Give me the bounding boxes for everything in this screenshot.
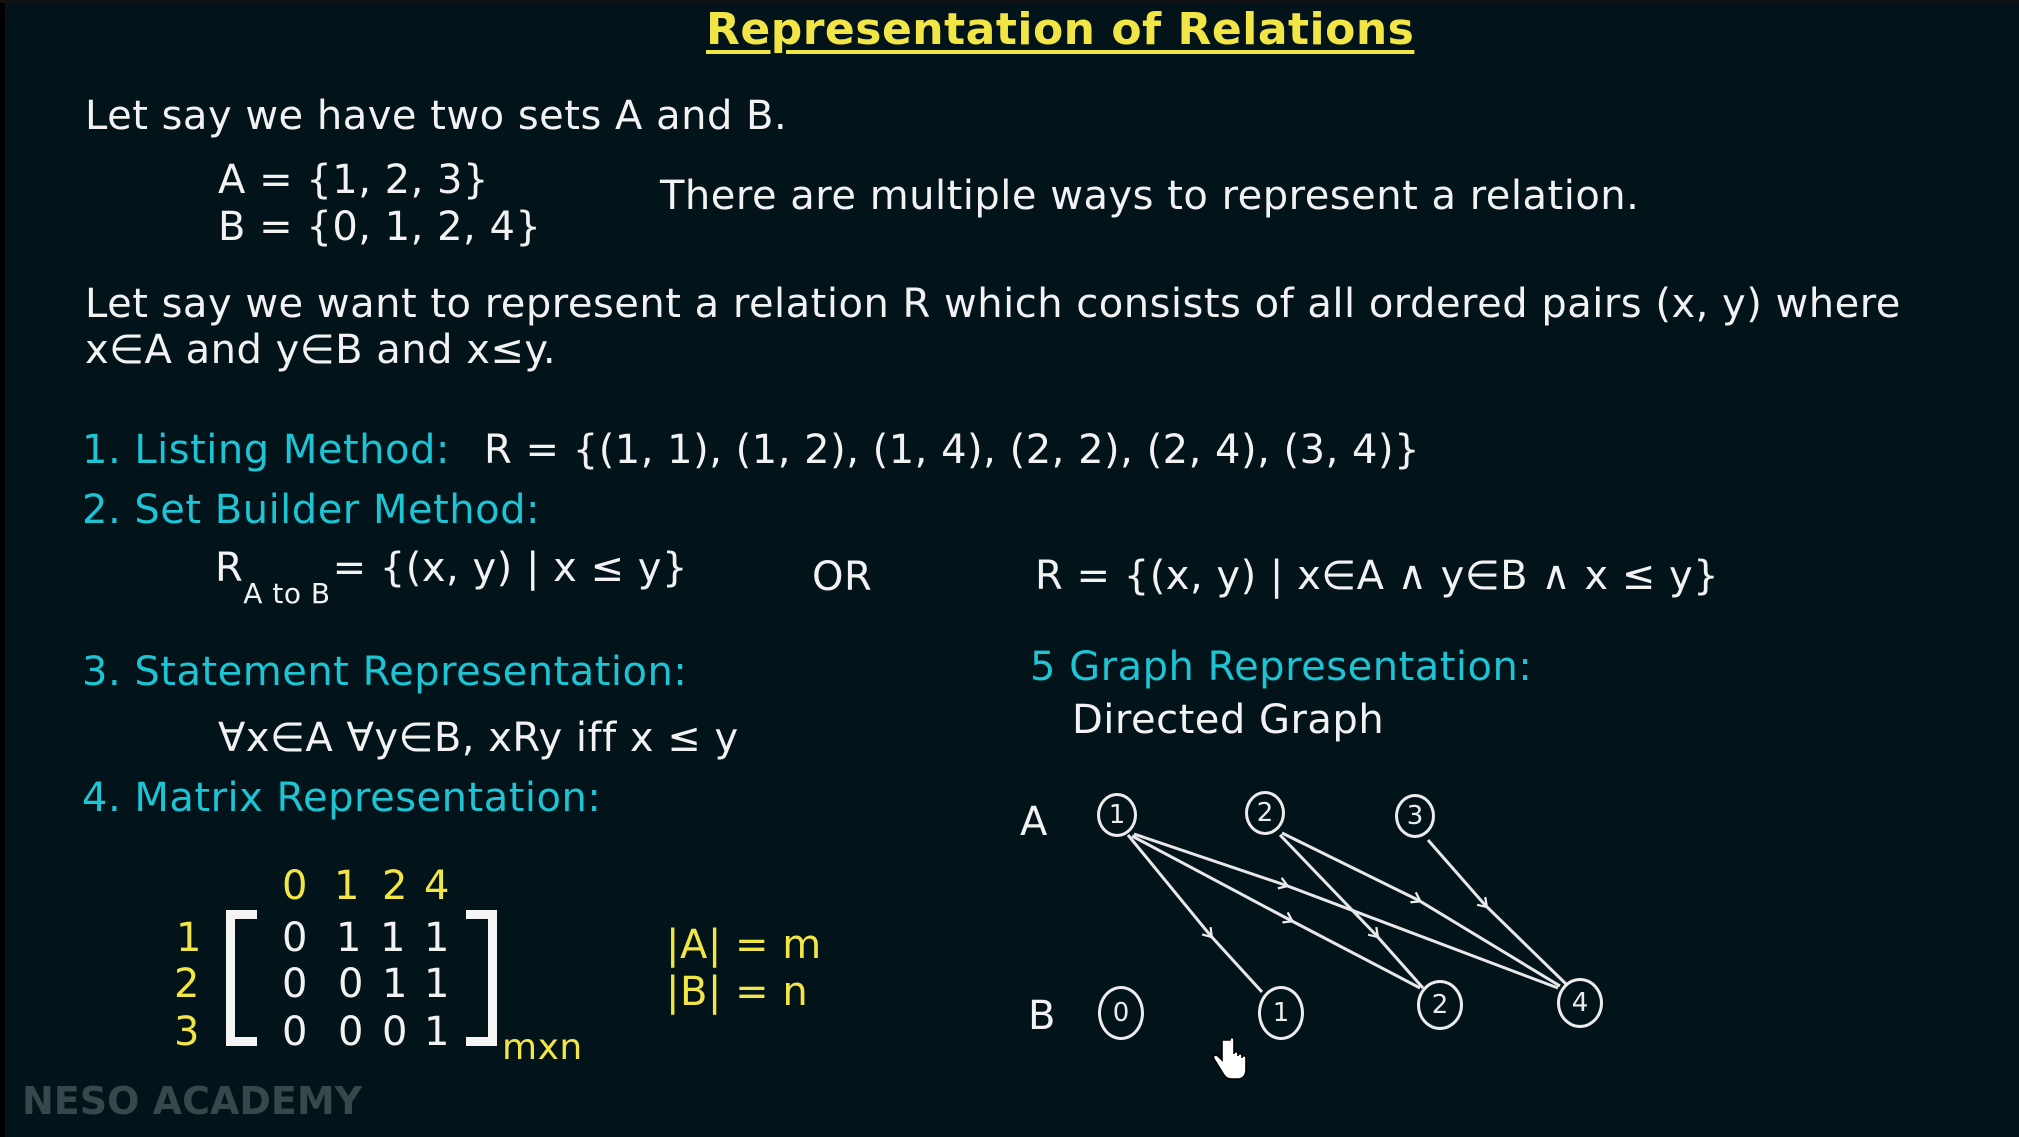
matrix-cell: 0 [282,961,308,1007]
graph-node-b-1: 1 [1258,986,1304,1040]
relation-desc-line1: Let say we want to represent a relation … [85,281,1901,327]
set-b: B = {0, 1, 2, 4} [218,204,542,250]
set-builder-label: 2. Set Builder Method: [82,487,540,533]
slide [5,3,2019,1137]
set-a: A = {1, 2, 3} [218,157,489,203]
set-builder-or: OR [812,554,873,600]
statement-label: 3. Statement Representation: [82,649,688,695]
matrix-cell: 0 [282,915,308,961]
matrix-dimension: mxn [502,1027,583,1068]
matrix-left-bracket [226,910,257,1046]
set-builder-lhs-subscript: A to B [243,577,331,610]
statement-value: ∀x∈A ∀y∈B, xRy iff x ≤ y [218,715,739,761]
graph-row-b-label: B [1028,993,1056,1039]
matrix-cell: 1 [424,961,450,1007]
matrix-col-header: 1 [334,863,360,909]
set-builder-lhs-rest: = {(x, y) | x ≤ y} [332,545,688,591]
graph-node-b-2: 2 [1417,980,1463,1030]
hand-cursor-icon [1212,1038,1247,1080]
matrix-row-header: 3 [174,1009,200,1055]
matrix-right-bracket [466,910,497,1046]
cardinality-a: |A| = m [666,922,822,968]
edge-2-2 [1278,833,1425,989]
matrix-label: 4. Matrix Representation: [82,775,602,821]
graph-node-a-1: 1 [1097,793,1137,837]
graph-row-a-label: A [1020,799,1048,845]
intro-line: Let say we have two sets A and B. [85,93,788,139]
matrix-row-header: 2 [174,961,200,1007]
matrix-col-header: 0 [282,863,308,909]
graph-label: 5 Graph Representation: [1030,644,1533,690]
listing-method-label: 1. Listing Method: [82,427,450,473]
matrix-row-header: 1 [176,915,202,961]
matrix-col-header: 4 [424,863,450,909]
graph-node-b-0: 0 [1098,986,1144,1040]
edge-1-2 [1131,834,1421,990]
edge-2-4 [1281,831,1561,988]
matrix-cell: 0 [338,961,364,1007]
relation-desc-line2: x∈A and y∈B and x≤y. [85,327,557,373]
matrix-cell: 0 [338,1009,364,1055]
graph-node-a-2: 2 [1245,791,1285,835]
matrix-cell: 1 [336,915,362,961]
matrix-col-header: 2 [382,863,408,909]
edge-1-4 [1133,832,1559,990]
cardinality-b: |B| = n [666,969,809,1015]
slide-title: Representation of Relations [706,4,1415,55]
edge-3-4 [1426,839,1568,986]
matrix-cell: 0 [382,1009,408,1055]
graph-node-b-4: 4 [1557,978,1603,1028]
matrix-cell: 1 [382,961,408,1007]
listing-method-value: R = {(1, 1), (1, 2), (1, 4), (2, 2), (2,… [484,427,1421,473]
set-builder-lhs-symbol: R [215,545,244,591]
matrix-cell: 0 [282,1009,308,1055]
set-builder-lhs: RA to B= {(x, y) | x ≤ y} [215,545,688,608]
graph-sublabel: Directed Graph [1072,697,1385,743]
set-builder-rhs: R = {(x, y) | x∈A ∧ y∈B ∧ x ≤ y} [1035,553,1720,599]
edge-1-1 [1126,834,1264,994]
matrix-cell: 1 [424,1009,450,1055]
graph-node-a-3: 3 [1395,794,1435,838]
watermark-logo: NESO ACADEMY [22,1079,363,1123]
matrix-cell: 1 [424,915,450,961]
top-strip [0,0,2019,3]
intro-note: There are multiple ways to represent a r… [660,173,1640,219]
matrix-cell: 1 [380,915,406,961]
